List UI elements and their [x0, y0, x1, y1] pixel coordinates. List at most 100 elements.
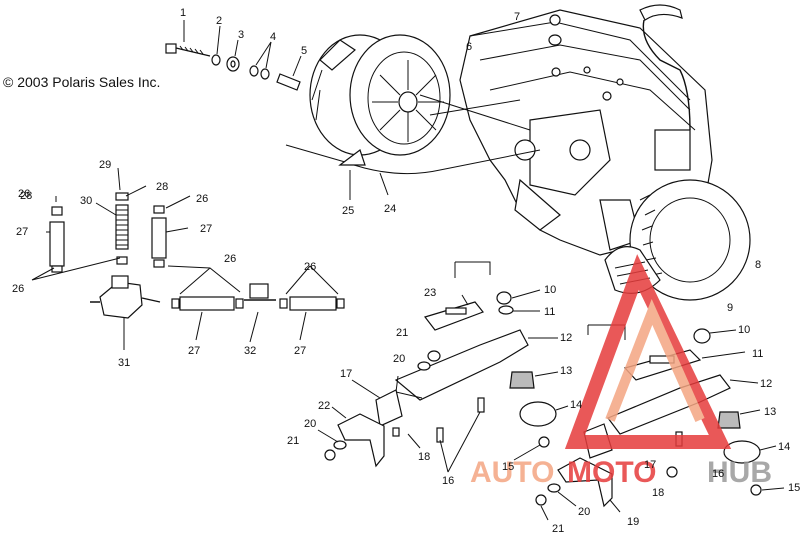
bushing-left	[249, 65, 259, 77]
coiled-hose	[115, 204, 129, 250]
callout: 23	[424, 287, 436, 299]
callout: 27	[200, 223, 212, 235]
throttle-cable	[285, 144, 541, 200]
callout: 20	[578, 506, 590, 518]
isolator-14	[519, 401, 557, 427]
callout: 6	[466, 41, 472, 53]
nut-21-lower	[324, 449, 336, 461]
callout: 18	[652, 487, 664, 499]
callout: 14	[778, 441, 790, 453]
callout: 5	[301, 45, 307, 57]
callout: 15	[788, 482, 800, 494]
callout: 27	[294, 345, 306, 357]
watermark-text-hub: HUB	[707, 456, 772, 489]
isolator-14-right	[723, 440, 761, 464]
callout: 15	[502, 461, 514, 473]
autmotohub-watermark: AUTO MOTO HUB	[470, 254, 772, 489]
bolt-assembly	[165, 20, 302, 91]
bolt-7	[549, 14, 561, 26]
callout: 26	[304, 261, 316, 273]
bracket-22	[337, 413, 385, 468]
isolator-13	[509, 371, 535, 389]
fuel-hose-right	[151, 217, 167, 259]
fuel-system	[31, 167, 345, 350]
fuel-hose-horizontal-right	[289, 296, 337, 311]
engine-block	[459, 4, 713, 256]
callout: 11	[544, 306, 555, 318]
callout: 4	[270, 31, 276, 43]
callout: 3	[238, 29, 244, 41]
callout: 14	[570, 399, 582, 411]
callout: 12	[760, 378, 772, 390]
mount-brackets-left	[317, 261, 569, 473]
callout-numbers: 1 2 3 4 5 6 7 8 9 10 11 12 13 14 15 16 1…	[12, 7, 800, 533]
bracket-19	[557, 457, 613, 508]
nut-10	[496, 291, 512, 305]
bracket-17	[375, 389, 403, 427]
callout: 17	[340, 368, 352, 380]
callout: 21	[287, 435, 299, 447]
hose-clamp	[51, 206, 63, 216]
bolt-thread	[179, 45, 204, 55]
washer-20	[417, 361, 431, 371]
washer-11	[498, 305, 514, 315]
callout: 32	[244, 345, 256, 357]
hose-clamp	[51, 265, 63, 273]
callout: 16	[712, 468, 724, 480]
nut-10-right	[693, 328, 711, 344]
callout: 9	[727, 302, 733, 314]
callout: 24	[384, 203, 396, 215]
callout: 18	[418, 451, 430, 463]
plate-23	[423, 301, 484, 331]
callout: 1	[180, 7, 186, 19]
callout: 21	[396, 327, 408, 339]
callout: 13	[560, 365, 572, 377]
flywheel-housing	[309, 34, 531, 156]
spark-plug-wire	[639, 4, 683, 21]
callout: 7	[514, 11, 520, 23]
copyright-notice: © 2003 Polaris Sales Inc.	[3, 74, 161, 90]
callout: 26	[18, 188, 30, 200]
callout: 22	[318, 400, 330, 412]
washer	[211, 54, 221, 66]
callout: 26	[12, 283, 24, 295]
watermark-text-moto: MOTO	[567, 456, 656, 489]
watermark-triangle	[564, 254, 732, 449]
callout: 27	[16, 226, 28, 238]
callout: 30	[80, 195, 92, 207]
callout: 26	[196, 193, 208, 205]
callout: 10	[738, 324, 750, 336]
cable-clip	[338, 149, 366, 166]
isolator-13-right	[717, 411, 741, 429]
callout: 28	[156, 181, 168, 193]
bushing-right	[260, 68, 270, 80]
callout: 11	[752, 348, 763, 360]
bolt-16	[477, 397, 485, 413]
callout: 12	[560, 332, 572, 344]
tee-fitting	[249, 283, 269, 299]
sleeve	[276, 73, 301, 91]
bracket-12	[394, 329, 529, 401]
callout: 13	[764, 406, 776, 418]
callout: 10	[544, 284, 556, 296]
callout: 29	[99, 159, 111, 171]
clutch-hub	[398, 91, 418, 113]
callout: 17	[644, 459, 656, 471]
fan-housing	[629, 179, 751, 301]
callout: 28	[20, 190, 32, 202]
callout: 19	[627, 516, 639, 528]
fuel-hose-horizontal-left	[179, 296, 235, 311]
callout: 16	[442, 475, 454, 487]
callout: 31	[118, 357, 130, 369]
callout: 26	[224, 253, 236, 265]
callout: 25	[342, 205, 354, 217]
callout: 20	[393, 353, 405, 365]
ignition-module	[654, 129, 691, 171]
callout: 8	[755, 259, 761, 271]
fuel-hose-left	[49, 221, 65, 267]
callout: 20	[304, 418, 316, 430]
nut-21	[427, 350, 441, 362]
callout: 2	[216, 15, 222, 27]
